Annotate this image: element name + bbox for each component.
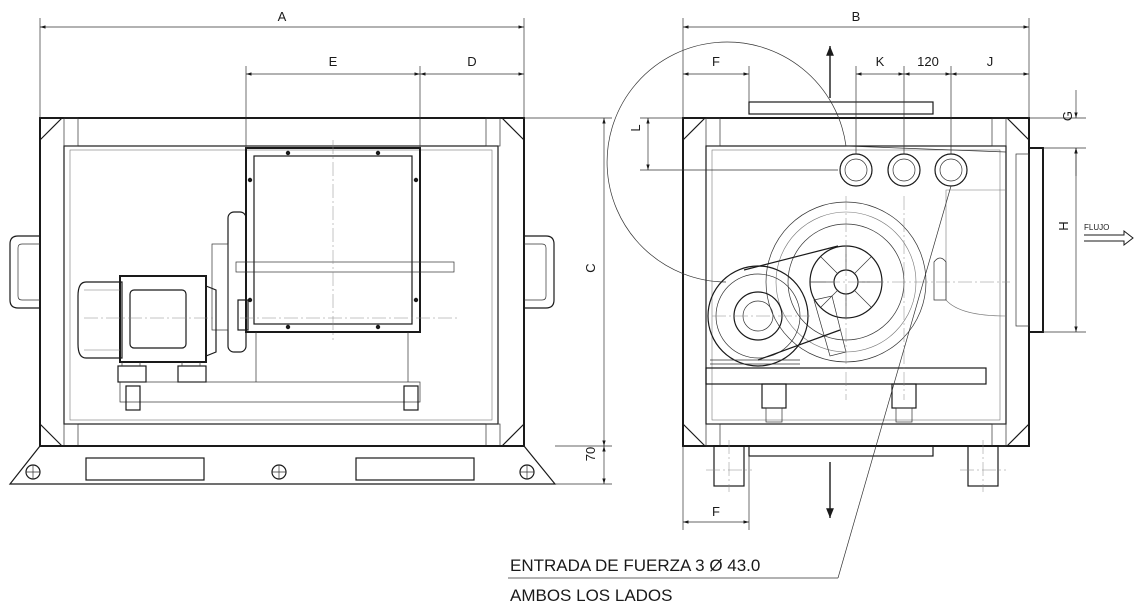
- motor-foot: [117, 365, 147, 383]
- callout-line-2: AMBOS LOS LADOS: [510, 586, 673, 605]
- motor-foot: [177, 365, 207, 383]
- fan-shaft: [235, 261, 455, 273]
- dimension-d-label: D: [467, 54, 476, 69]
- cable-entry-callout: ENTRADA DE FUERZA 3 Ø 43.0 AMBOS LOS LAD…: [508, 185, 952, 605]
- right-handle: [524, 235, 555, 309]
- motor-rail: [119, 381, 421, 403]
- cable-entries: [839, 153, 968, 187]
- side-view: [8, 117, 557, 485]
- flow-arrow: [1084, 229, 1134, 247]
- motor-body: [119, 275, 207, 363]
- bottom-plate: [748, 445, 934, 457]
- side-view-inner-panel: [63, 145, 499, 425]
- front-view-inner-panel: [705, 145, 1007, 425]
- dimension-a-label: A: [278, 9, 287, 24]
- top-discharge-plate: [748, 101, 934, 115]
- motor-terminal-box: [129, 289, 187, 349]
- dimension-spacing-label: 120: [917, 54, 939, 69]
- drive-belt: [743, 245, 841, 361]
- front-view-dimensions: B F K 120 J L G H F: [628, 9, 1086, 530]
- dimension-l-label: L: [628, 124, 643, 131]
- dimension-f-top-label: F: [712, 54, 720, 69]
- dimension-c-label: C: [583, 263, 598, 272]
- flange-bolts: [247, 150, 419, 330]
- dimension-h-label: H: [1056, 221, 1071, 230]
- dimension-g-label: G: [1060, 111, 1075, 121]
- dimension-e-label: E: [329, 54, 338, 69]
- base-slot-right: [355, 457, 475, 481]
- dimension-k-label: K: [876, 54, 885, 69]
- side-view-dimensions: A E D C 70: [39, 9, 612, 485]
- left-handle: [9, 235, 40, 309]
- dimension-f-bottom-label: F: [712, 504, 720, 519]
- base-slot-left: [85, 457, 205, 481]
- dimension-j-label: J: [987, 54, 994, 69]
- airflow-arrows: FLUJO: [826, 46, 1134, 518]
- dimension-base-height-label: 70: [583, 447, 598, 461]
- front-view: [606, 41, 1044, 492]
- outlet-flange: [1028, 147, 1044, 333]
- callout-line-1: ENTRADA DE FUERZA 3 Ø 43.0: [510, 556, 760, 575]
- motor-end-cap: [77, 281, 123, 359]
- fan-pulley: [227, 211, 247, 353]
- fan-volute: [606, 41, 1007, 283]
- callout-leader: [837, 185, 952, 579]
- flow-label: FLUJO: [1084, 223, 1109, 232]
- dimension-b-label: B: [852, 9, 861, 24]
